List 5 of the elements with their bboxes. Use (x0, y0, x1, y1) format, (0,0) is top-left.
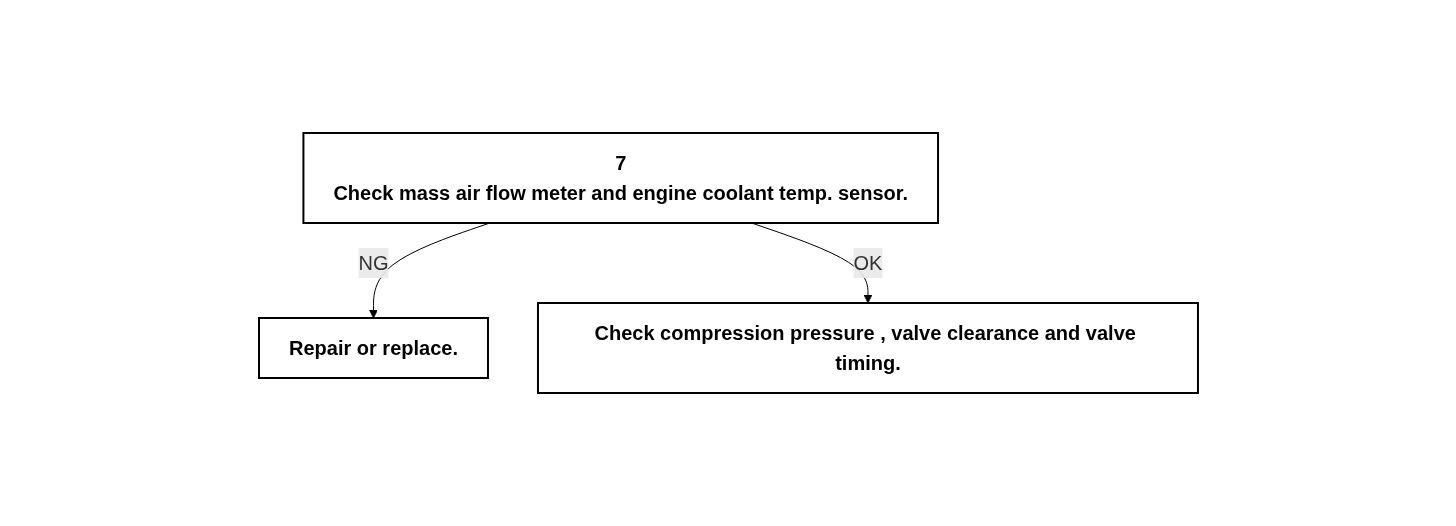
node-box: Check compression pressure , valve clearance and valve timing. (536, 302, 1199, 394)
node-box: 7 Check mass air flow meter and engine coolant temp. sensor. (301, 132, 939, 224)
edge-label: NG (358, 252, 388, 274)
edge-label: OK (853, 252, 882, 274)
node-box: Repair or replace. (257, 317, 489, 379)
